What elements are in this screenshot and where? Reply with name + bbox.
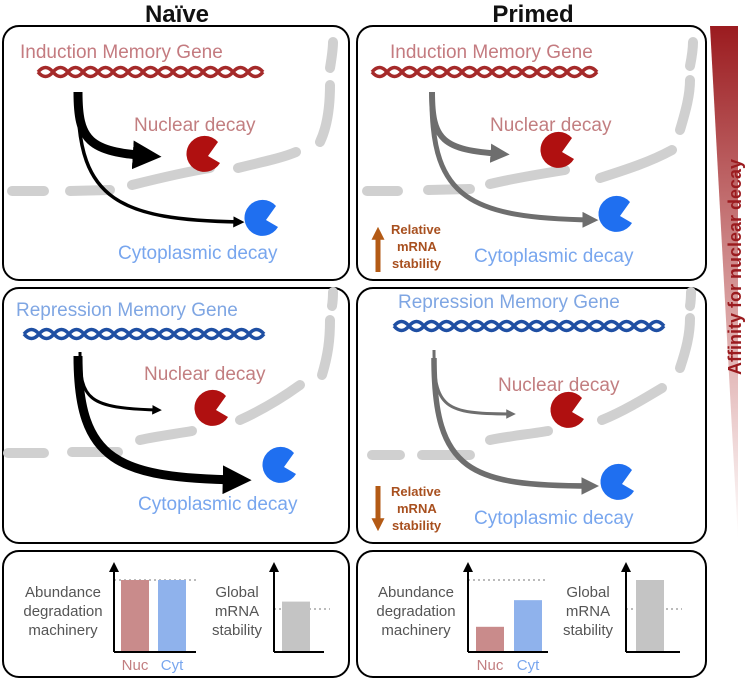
affinity-label: Affinity for nuclear decay	[725, 159, 745, 375]
bar-cyt-primed	[514, 600, 542, 652]
abundance-label: machinery	[28, 622, 98, 639]
arrow-to-cytoplasmic	[431, 357, 600, 495]
nuc-axis-label: Nuc	[477, 657, 504, 674]
bar-global-primed	[636, 580, 664, 652]
cytoplasmic-decay-label: Cytoplasmic decay	[138, 494, 298, 515]
cytoplasmic-decay-label: Cytoplasmic decay	[118, 243, 278, 264]
cyt-axis-label: Cyt	[517, 657, 540, 674]
arrow-to-cytoplasmic	[73, 355, 252, 495]
global-stability-label: stability	[563, 622, 614, 639]
gene-title: Induction Memory Gene	[390, 42, 593, 63]
panel-repression-naive	[2, 287, 350, 544]
induction-gene-helix	[36, 65, 265, 79]
abundance-label: machinery	[381, 622, 451, 639]
gene-title: Repression Memory Gene	[398, 292, 620, 313]
nuclear-decay-label: Nuclear decay	[498, 375, 620, 396]
repression-gene-helix	[22, 327, 266, 341]
stability-label: mRNA	[397, 239, 437, 254]
cyto-decay-enzyme-icon	[598, 195, 632, 232]
cyto-decay-enzyme-icon	[244, 199, 278, 236]
nuclear-decay-enzyme-icon	[186, 135, 220, 172]
cytoplasmic-decay-label: Cytoplasmic decay	[474, 246, 634, 267]
affinity-gradient-wedge	[710, 26, 738, 540]
nuclear-decay-label: Nuclear decay	[134, 115, 256, 136]
arrow-to-cytoplasmic	[429, 99, 599, 228]
bar-cyt-naive	[158, 580, 186, 652]
global-stability-label: Global	[215, 584, 258, 601]
cyt-axis-label: Cyt	[161, 657, 184, 674]
nuclear-decay-label: Nuclear decay	[144, 364, 266, 385]
stability-label: Relative	[391, 222, 441, 237]
gene-title: Repression Memory Gene	[16, 300, 238, 321]
nuclear-envelope	[362, 37, 698, 196]
nuclear-envelope	[367, 287, 696, 460]
panel-summary-primed	[356, 550, 707, 678]
nuclear-decay-enzyme-icon	[194, 389, 228, 426]
nuclear-decay-enzyme-icon	[540, 131, 574, 168]
global-stability-label: Global	[566, 584, 609, 601]
bar-global-naive	[282, 601, 310, 652]
header-primed: Primed	[492, 1, 573, 28]
header-naive: Naïve	[145, 1, 209, 28]
panel-repression-primed	[356, 287, 707, 544]
bar-nuc-naive	[121, 580, 149, 652]
global-stability-label: mRNA	[215, 603, 259, 620]
abundance-label: degradation	[376, 603, 455, 620]
arrow-to-cytoplasmic	[76, 99, 245, 228]
global-stability-label: stability	[212, 622, 263, 639]
abundance-label: Abundance	[25, 584, 101, 601]
global-stability-label: mRNA	[566, 603, 610, 620]
cyto-decay-enzyme-icon	[262, 446, 296, 483]
bar-nuc-primed	[476, 626, 504, 652]
nuclear-decay-enzyme-icon	[550, 391, 584, 428]
cyto-decay-enzyme-icon	[600, 463, 634, 500]
gene-title: Induction Memory Gene	[20, 42, 223, 63]
stability-label: stability	[392, 256, 442, 271]
nuc-axis-label: Nuc	[122, 657, 149, 674]
panel-summary-naive	[2, 550, 350, 678]
nuclear-decay-label: Nuclear decay	[490, 115, 612, 136]
repression-gene-helix	[392, 319, 666, 333]
stability-label: mRNA	[397, 501, 437, 516]
stability-label: stability	[392, 518, 442, 533]
cytoplasmic-decay-label: Cytoplasmic decay	[474, 508, 634, 529]
stability-label: Relative	[391, 484, 441, 499]
abundance-label: degradation	[23, 603, 102, 620]
panel-induction-primed	[356, 25, 707, 281]
panel-induction-naive	[2, 25, 350, 281]
abundance-label: Abundance	[378, 584, 454, 601]
induction-gene-helix	[370, 65, 599, 79]
